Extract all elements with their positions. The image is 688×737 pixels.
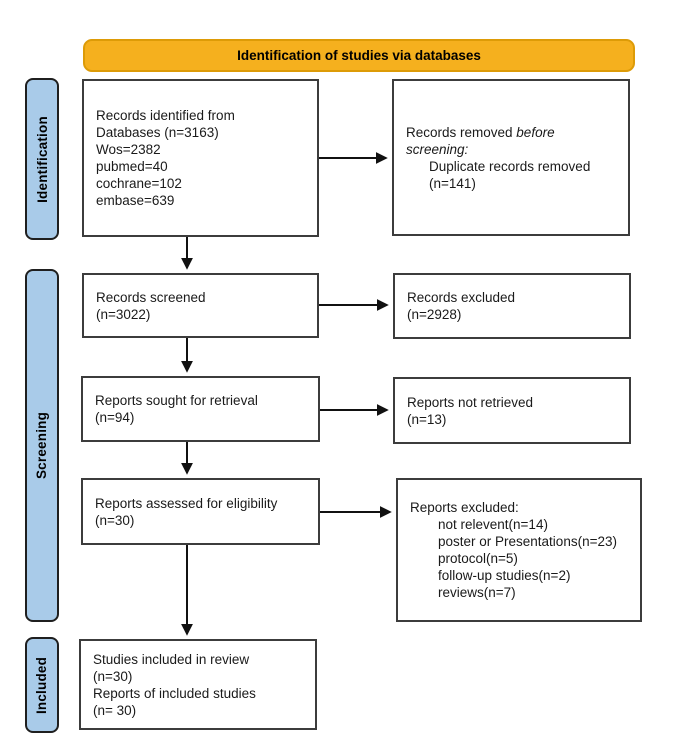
reports-not-retrieved-line: Reports not retrieved <box>407 394 534 410</box>
reports-excluded-reason: protocol(n=5) <box>438 551 518 566</box>
reports-excluded-reason: not relevent(n=14) <box>438 517 548 532</box>
stage-label-screening: Screening <box>25 269 59 622</box>
banner-title: Identification of studies via databases <box>237 48 481 63</box>
records-removed-italic: before <box>516 124 555 140</box>
records-excluded-line: Records excluded <box>407 290 516 305</box>
records-identified-line: Records identified from <box>96 108 235 123</box>
box-studies-included: Studies included in review (n=30) Report… <box>79 639 317 730</box>
box-reports-not-retrieved: Reports not retrieved (n=13) <box>393 377 631 444</box>
records-removed-line: Records removed before <box>406 124 624 141</box>
stage-label-identification: Identification <box>25 78 59 240</box>
box-records-screened: Records screened (n=3022) <box>82 273 319 338</box>
records-identified-line: pubmed=40 <box>96 159 168 174</box>
box-records-identified: Records identified from Databases (n=316… <box>82 79 319 237</box>
reports-excluded-reason: poster or Presentations(n=23) <box>438 534 617 549</box>
records-removed-normal: Records removed <box>406 124 517 140</box>
reports-assessed-line: Reports assessed for eligibility <box>95 495 278 511</box>
records-removed-line: screening: <box>406 141 624 158</box>
records-removed-italic: screening: <box>406 141 469 157</box>
box-records-removed-before-screening: Records removed before screening: Duplic… <box>392 79 630 236</box>
records-identified-line: Wos=2382 <box>96 142 161 157</box>
records-identified-line: cochrane=102 <box>96 176 182 191</box>
reports-sought-line: (n=94) <box>95 410 135 425</box>
reports-excluded-title: Reports excluded: <box>410 500 519 515</box>
reports-excluded-reason: follow-up studies(n=2) <box>438 568 571 583</box>
reports-assessed-line: (n=30) <box>95 512 135 528</box>
records-screened-line: (n=3022) <box>96 306 151 322</box>
records-excluded-line: (n=2928) <box>407 307 462 322</box>
records-identified-line: Databases (n=3163) <box>96 125 219 140</box>
studies-included-line: Reports of included studies <box>93 685 256 701</box>
studies-included-line: Studies included in review <box>93 651 250 667</box>
studies-included-line: (n= 30) <box>93 702 137 718</box>
box-reports-excluded: Reports excluded: not relevent(n=14) pos… <box>396 478 642 622</box>
reports-excluded-reason: reviews(n=7) <box>438 585 516 600</box>
box-records-excluded: Records excluded (n=2928) <box>393 273 631 339</box>
reports-not-retrieved-line: (n=13) <box>407 411 447 427</box>
stage-label-included: Included <box>25 637 59 733</box>
records-removed-line: Duplicate records removed <box>429 158 591 174</box>
studies-included-line: (n=30) <box>93 668 133 684</box>
records-removed-line: (n=141) <box>429 175 476 191</box>
stage-label-screening-text: Screening <box>34 411 50 480</box>
reports-sought-line: Reports sought for retrieval <box>95 393 258 408</box>
stage-label-identification-text: Identification <box>34 115 50 203</box>
records-screened-line: Records screened <box>96 289 206 305</box>
records-identified-line: embase=639 <box>96 193 175 208</box>
stage-label-included-text: Included <box>34 656 50 714</box>
box-reports-assessed: Reports assessed for eligibility (n=30) <box>81 478 320 545</box>
box-reports-sought: Reports sought for retrieval (n=94) <box>81 376 320 442</box>
banner-identification-via-databases: Identification of studies via databases <box>83 39 635 72</box>
